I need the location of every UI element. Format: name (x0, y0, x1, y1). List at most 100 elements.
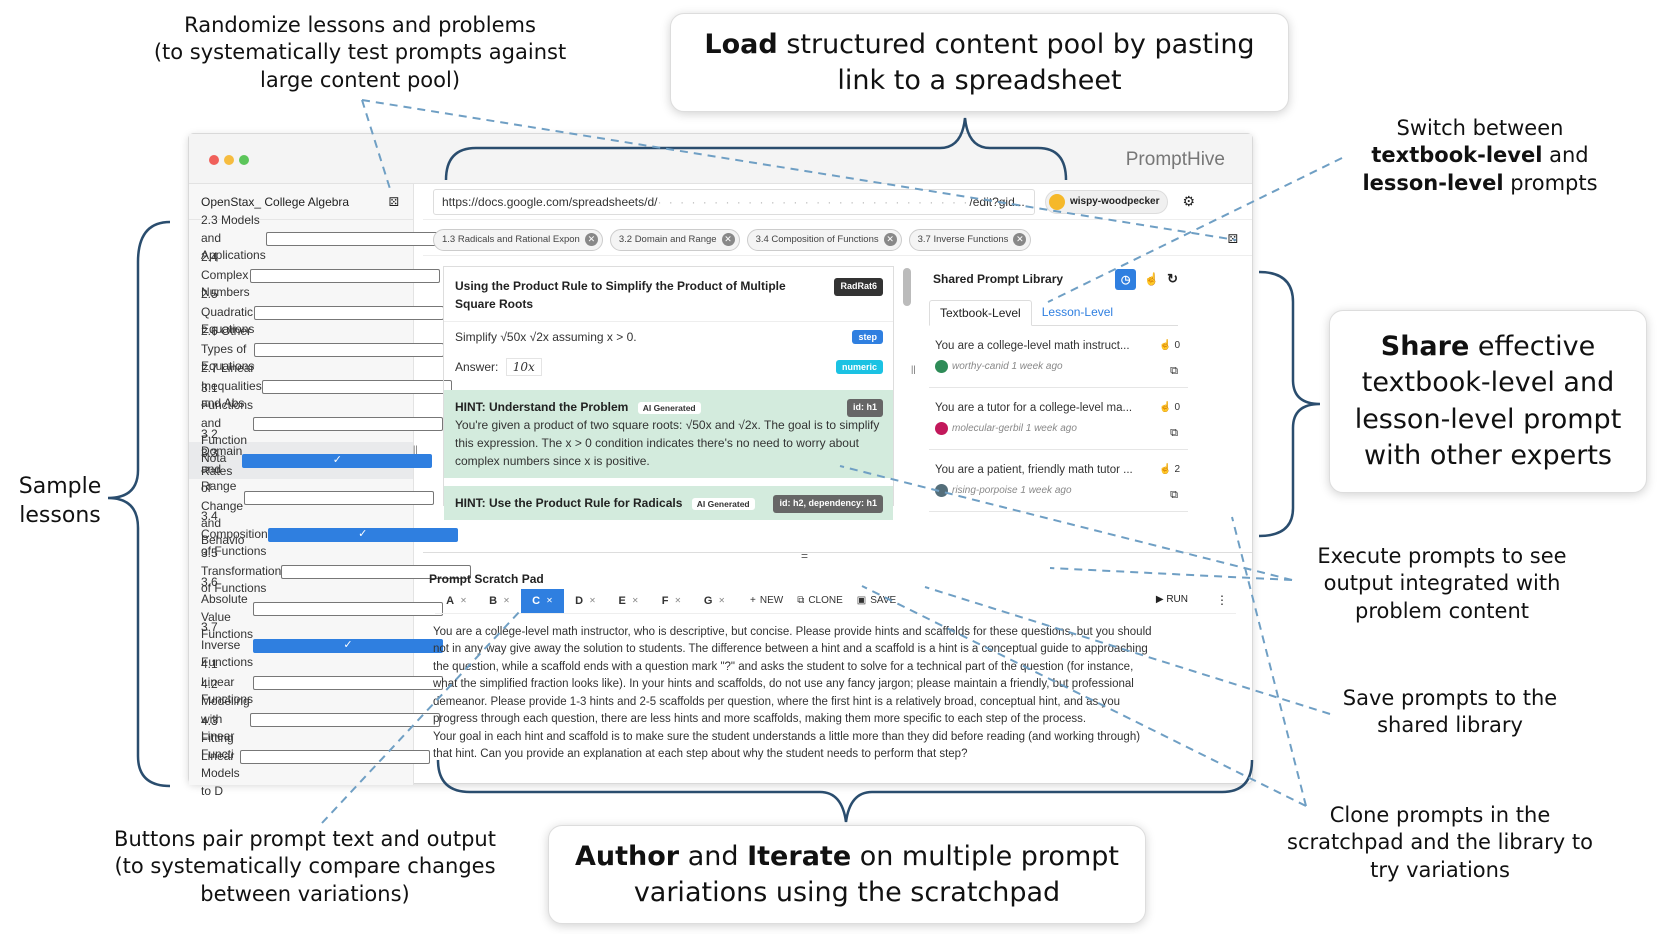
clone-button[interactable]: ⧉CLONE (797, 595, 843, 606)
run-button[interactable]: ▶ RUN (1155, 594, 1188, 605)
lesson-item[interactable]: 2.5 Quadratic Equations (189, 287, 445, 336)
remove-chip-icon[interactable]: ✕ (584, 233, 598, 246)
ai-generated-tag: AI Generated (637, 402, 701, 414)
clone-prompt-icon[interactable]: ⧉ (1170, 489, 1178, 501)
lesson-item[interactable]: 2.7 Linear Inequalities and Abs (189, 361, 452, 410)
prompt-tab-a[interactable]: A✕ (446, 594, 467, 607)
remove-chip-icon[interactable]: ✕ (1013, 233, 1027, 246)
lesson-label: 2.3 Models and Applications (201, 213, 266, 263)
lesson-chip[interactable]: 3.7 Inverse Functions✕ (908, 228, 1032, 251)
like-count[interactable]: ☝ 0 (1159, 402, 1180, 413)
library-prompt-item[interactable]: You are a tutor for a college-level ma..… (929, 394, 1188, 450)
app-window: PromptHive OpenStax_ College Algebra ⚄ 2… (188, 133, 1253, 798)
clone-prompt-icon[interactable]: ⧉ (1170, 365, 1178, 377)
lesson-checkbox[interactable] (254, 305, 445, 320)
shuffle-problems-icon[interactable]: ⚄ (1227, 232, 1238, 246)
close-tab-icon[interactable]: ✕ (460, 596, 467, 605)
minimize-window-icon[interactable] (224, 155, 234, 165)
refresh-icon[interactable]: ↻ (1167, 271, 1178, 286)
problem-scrollbar[interactable] (903, 268, 911, 306)
prompt-line: Your goal in each hint and scaffold is t… (433, 730, 1141, 743)
prompt-author: worthy-canid 1 week ago (952, 361, 1063, 372)
lesson-list: 2.3 Models and Applications 2.4 Complex … (189, 213, 472, 798)
tab-lesson-level[interactable]: Lesson-Level (1041, 305, 1114, 319)
lesson-checkbox[interactable] (253, 675, 444, 690)
lesson-item[interactable]: 3.2 Domain and Range ✓ (189, 427, 433, 493)
lesson-label: 4.1 Linear Functions (201, 657, 254, 707)
new-button[interactable]: +NEW (750, 595, 784, 606)
title-bar: PromptHive (189, 134, 1252, 184)
prompt-tab-e[interactable]: E✕ (618, 594, 639, 607)
lesson-checkbox[interactable] (261, 379, 452, 394)
lesson-item[interactable]: 2.4 Complex Numbers (189, 250, 440, 299)
close-tab-icon[interactable]: ✕ (503, 596, 510, 605)
prompt-tab-c[interactable]: C✕ (521, 588, 564, 613)
lesson-item[interactable]: 3.3 Rates of Change and Behavio (189, 446, 435, 547)
prompt-tab-g[interactable]: G✕ (703, 594, 726, 607)
lesson-checkbox[interactable] (253, 416, 444, 431)
lesson-checkbox[interactable] (249, 268, 440, 283)
lesson-item[interactable]: 2.6 Other Types of Equations (189, 324, 445, 373)
save-button[interactable]: ▣SAVE (856, 595, 897, 606)
spreadsheet-url-input[interactable]: https://docs.google.com/spreadsheets/d/·… (433, 188, 1035, 215)
close-tab-icon[interactable]: ✕ (718, 596, 726, 605)
library-prompt-item[interactable]: You are a patient, friendly math tutor .… (929, 456, 1188, 512)
close-tab-icon[interactable]: ✕ (546, 596, 553, 605)
close-tab-icon[interactable]: ✕ (589, 596, 596, 605)
lesson-checkbox[interactable] (249, 712, 440, 727)
lesson-label: 3.1 Functions and Function Nota (201, 381, 254, 465)
library-prompt-item[interactable]: You are a college-level math instruct...… (929, 332, 1188, 388)
hint-card: HINT: Use the Product Rule for Radicals … (444, 486, 893, 520)
lesson-checkbox[interactable] (239, 749, 430, 764)
lesson-sidebar: OpenStax_ College Algebra ⚄ 2.3 Models a… (189, 184, 472, 798)
lesson-item[interactable]: 3.5 Transformation of Functions (189, 546, 472, 595)
lesson-item[interactable]: 3.1 Functions and Function Nota (189, 381, 444, 465)
remove-chip-icon[interactable]: ✕ (721, 233, 735, 246)
lesson-chip[interactable]: 3.2 Domain and Range✕ (609, 228, 740, 251)
lesson-checkbox[interactable]: ✓ (242, 453, 433, 468)
thumbs-up-icon[interactable]: ☝ (1144, 272, 1160, 286)
lesson-checkbox[interactable] (254, 342, 445, 357)
pane-resize-handle[interactable]: = (801, 549, 809, 563)
scratch-pad-title: Prompt Scratch Pad (429, 572, 544, 586)
settings-gear-icon[interactable]: ⚙ (1182, 193, 1196, 209)
lesson-checkbox[interactable]: ✓ (253, 638, 444, 653)
close-window-icon[interactable] (209, 155, 219, 165)
lesson-label: 3.6 Absolute Value Functions (201, 574, 254, 641)
like-count[interactable]: ☝ 0 (1159, 340, 1180, 351)
maximize-window-icon[interactable] (239, 155, 249, 165)
close-tab-icon[interactable]: ✕ (631, 596, 639, 605)
lesson-item[interactable]: 2.3 Models and Applications (189, 213, 456, 262)
more-options-icon[interactable]: ⋮ (1216, 593, 1228, 607)
problem-question: Simplify √50x √2x assuming x > 0. step (444, 322, 893, 352)
tab-textbook-level[interactable]: Textbook-Level (929, 300, 1032, 326)
lesson-chip[interactable]: 1.3 Radicals and Rational Expon✕ (433, 228, 603, 251)
lesson-checkbox[interactable] (281, 564, 472, 579)
lesson-item[interactable]: 3.4 Composition of Functions ✓ (189, 509, 458, 558)
thumbs-up-icon: ☝ (1159, 464, 1172, 475)
lesson-checkbox[interactable]: ✓ (267, 527, 458, 542)
lesson-checkbox[interactable] (244, 490, 435, 505)
prompt-line: You are a college-level math instructor,… (433, 626, 1152, 638)
lesson-checkbox[interactable] (253, 601, 444, 616)
hint-id-badge: id: h1 (847, 399, 883, 417)
user-badge[interactable]: wispy-woodpecker (1045, 189, 1169, 214)
lesson-item[interactable]: 4.3 Fitting Linear Models to D (189, 714, 430, 798)
close-tab-icon[interactable]: ✕ (674, 596, 682, 605)
clock-icon[interactable]: ◷ (1115, 268, 1137, 290)
clone-prompt-icon[interactable]: ⧉ (1170, 427, 1178, 439)
sidebar-resize-handle[interactable]: || (413, 444, 418, 454)
prompt-tab-f[interactable]: F✕ (661, 594, 682, 607)
step-badge: step (852, 330, 883, 344)
lesson-chip[interactable]: 3.4 Composition of Functions✕ (746, 228, 902, 251)
randomize-annotation: Randomize lessons and problems (to syste… (153, 13, 567, 92)
prompt-tab-b[interactable]: B✕ (489, 594, 510, 607)
shuffle-lessons-icon[interactable]: ⚄ (388, 194, 399, 209)
like-count[interactable]: ☝ 2 (1159, 464, 1180, 475)
library-resize-handle[interactable]: || (911, 364, 916, 374)
execute-annotation: Execute prompts to see output integrated… (1317, 544, 1567, 623)
prompt-textarea[interactable]: You are a college-level math instructor,… (433, 624, 1244, 764)
prompt-tab-d[interactable]: D✕ (575, 594, 596, 607)
selected-lesson-chips: 1.3 Radicals and Rational Expon✕ 3.2 Doma… (423, 224, 1252, 256)
remove-chip-icon[interactable]: ✕ (883, 233, 897, 246)
